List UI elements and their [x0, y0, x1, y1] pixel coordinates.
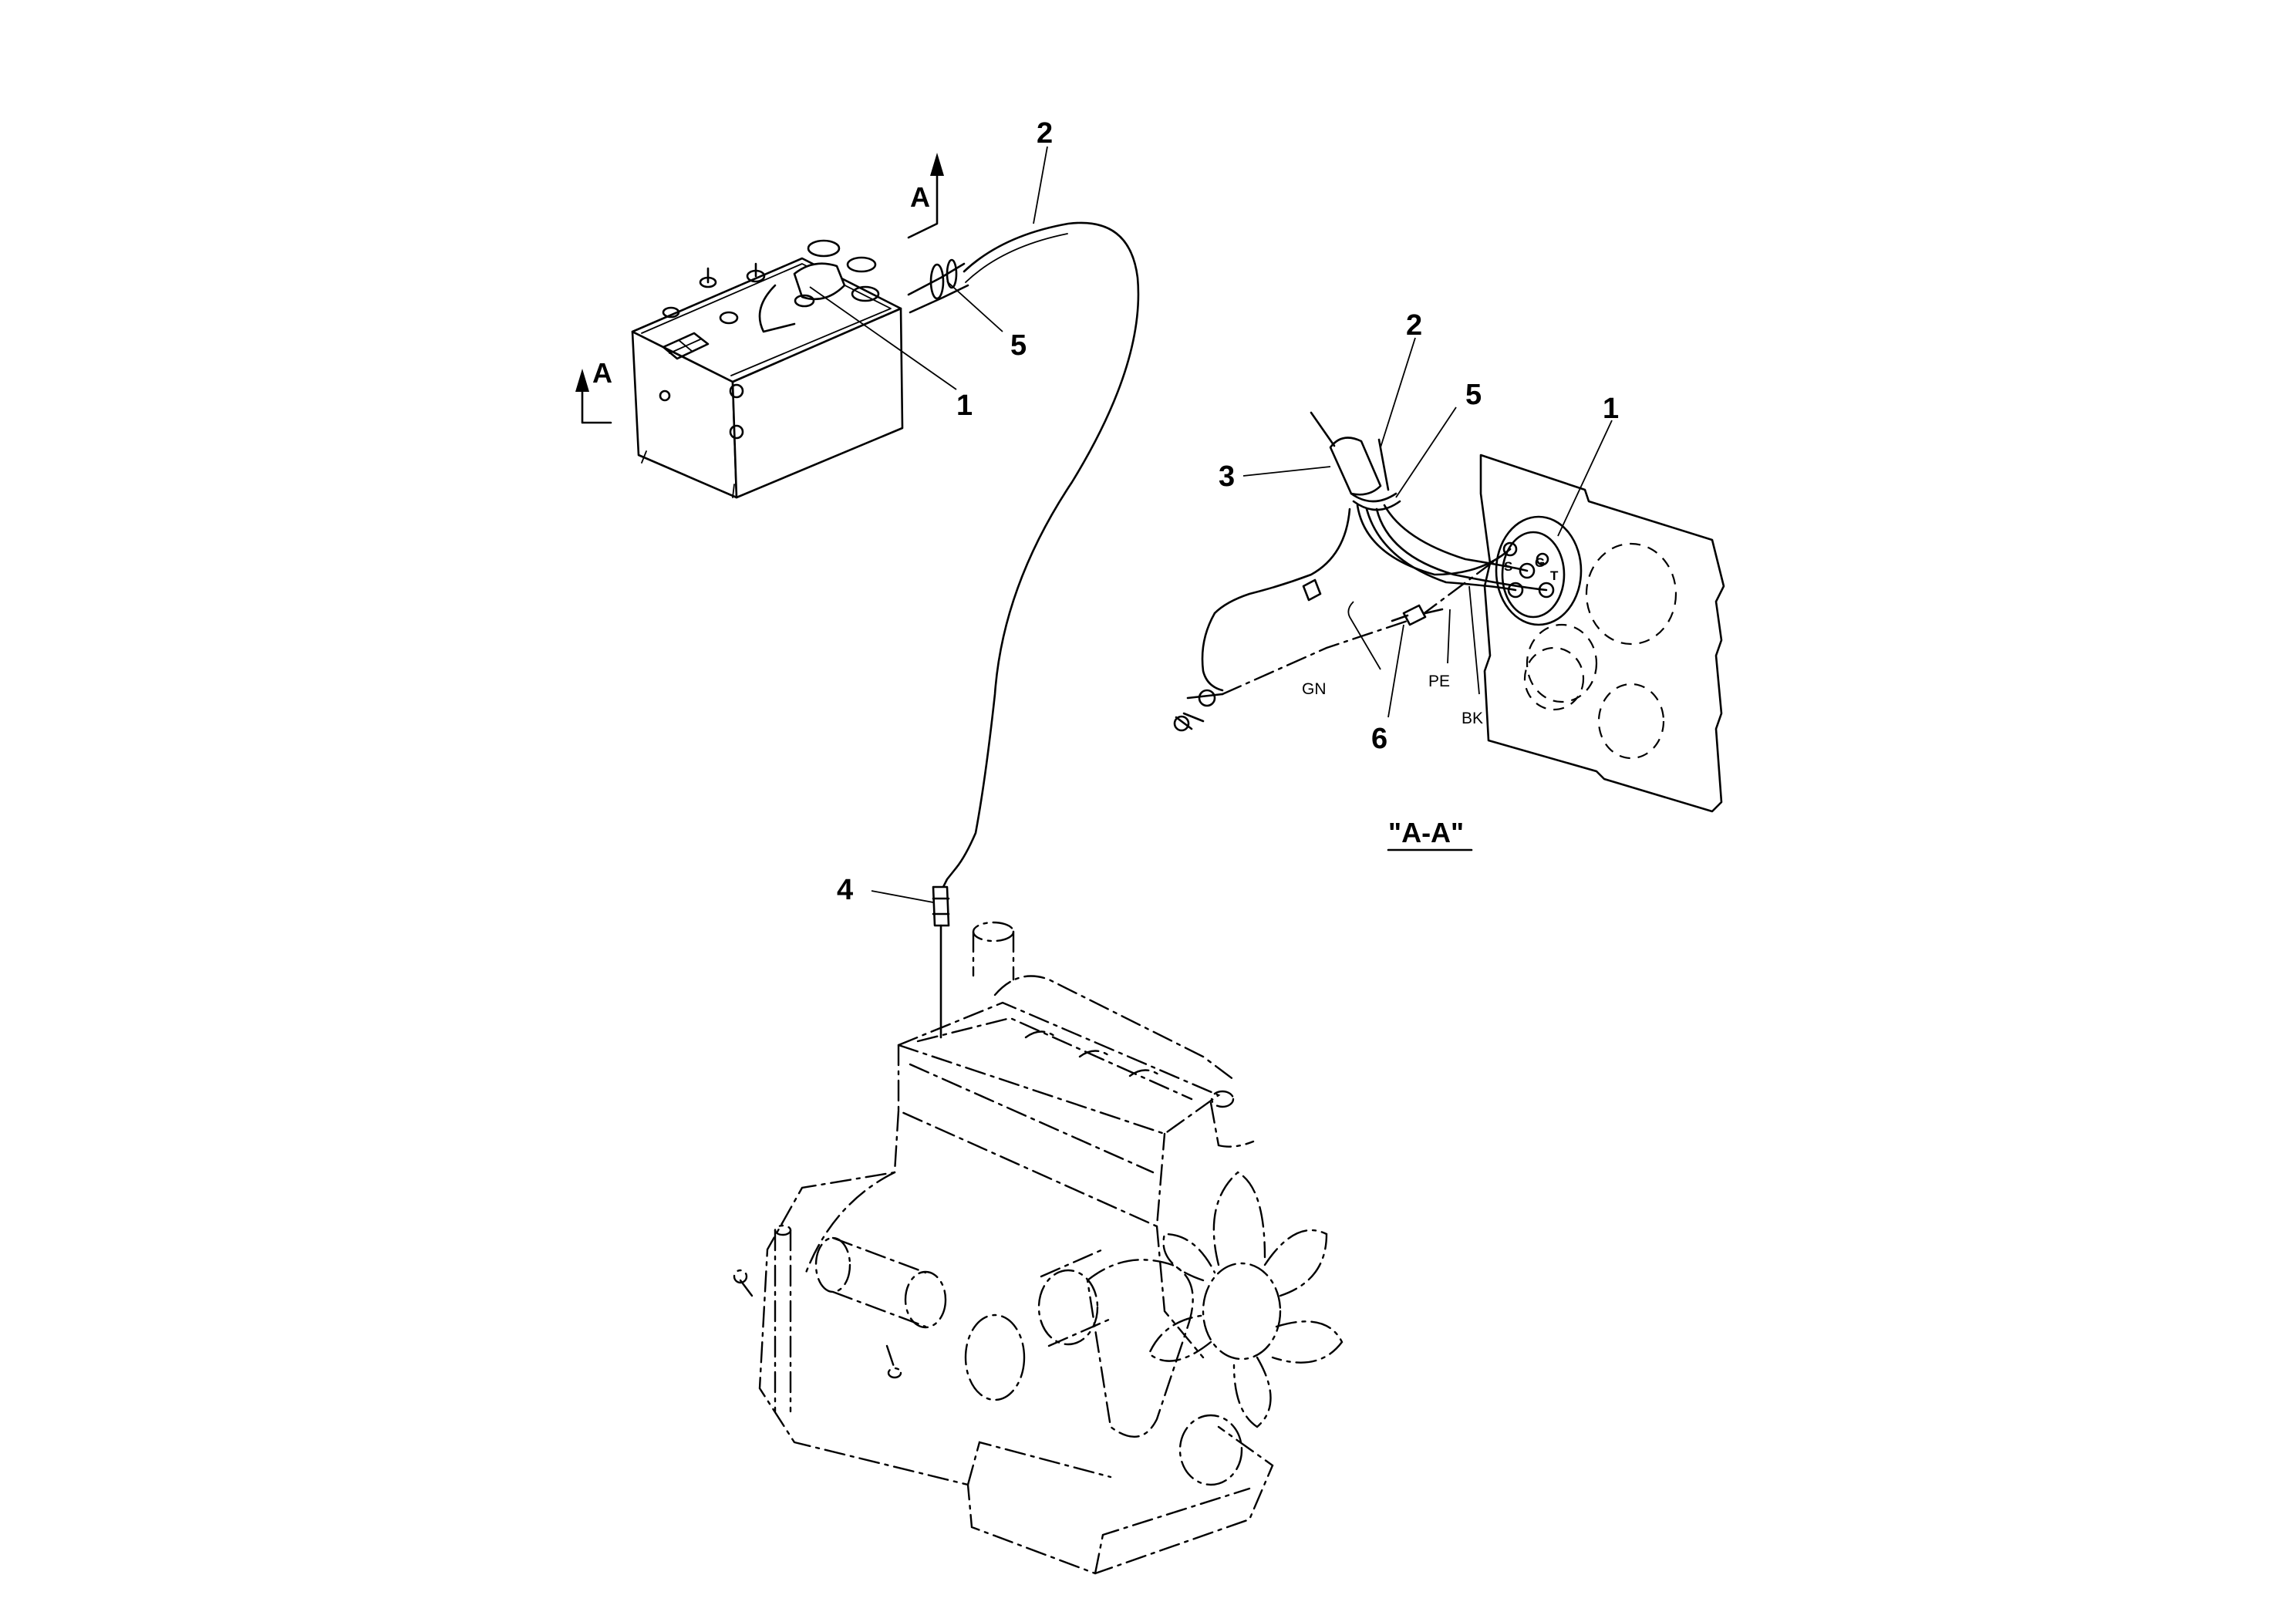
detail-callout-3: 3: [1219, 460, 1235, 493]
callout-5: 5: [1010, 329, 1027, 362]
engine-block: [733, 921, 1344, 1575]
wire-label-pe: PE: [1428, 673, 1450, 690]
detail-callout-1: 1: [1603, 393, 1619, 425]
section-marker-lower: A: [575, 357, 612, 424]
section-label-lower: A: [592, 357, 612, 389]
view-title-text: "A-A": [1388, 817, 1464, 848]
callout-1: 1: [956, 389, 973, 422]
section-label-upper: A: [910, 181, 930, 213]
wire-color-labels: GN PE BK: [1302, 673, 1483, 727]
section-marker-upper: A: [907, 153, 944, 239]
detail-callout-2: 2: [1406, 309, 1422, 342]
wire-label-bk: BK: [1462, 710, 1483, 727]
terminal-g: G: [1535, 555, 1545, 570]
heater-cable: [955, 221, 1140, 869]
callout-4: 4: [837, 874, 853, 906]
battery-box: [631, 239, 969, 499]
detail-callout-5: 5: [1465, 379, 1482, 411]
leader-lines: [809, 146, 1613, 903]
callout-labels: 2 5 1 4 2 5 1 3 6: [837, 117, 1619, 906]
connector-plug: [932, 885, 950, 1039]
terminal-t: T: [1550, 568, 1559, 583]
detail-callout-6: 6: [1371, 723, 1387, 755]
callout-2: 2: [1037, 117, 1053, 150]
wire-label-gn: GN: [1302, 680, 1327, 698]
detail-view-aa: S G T: [1173, 411, 1725, 813]
view-title: "A-A": [1387, 817, 1473, 851]
